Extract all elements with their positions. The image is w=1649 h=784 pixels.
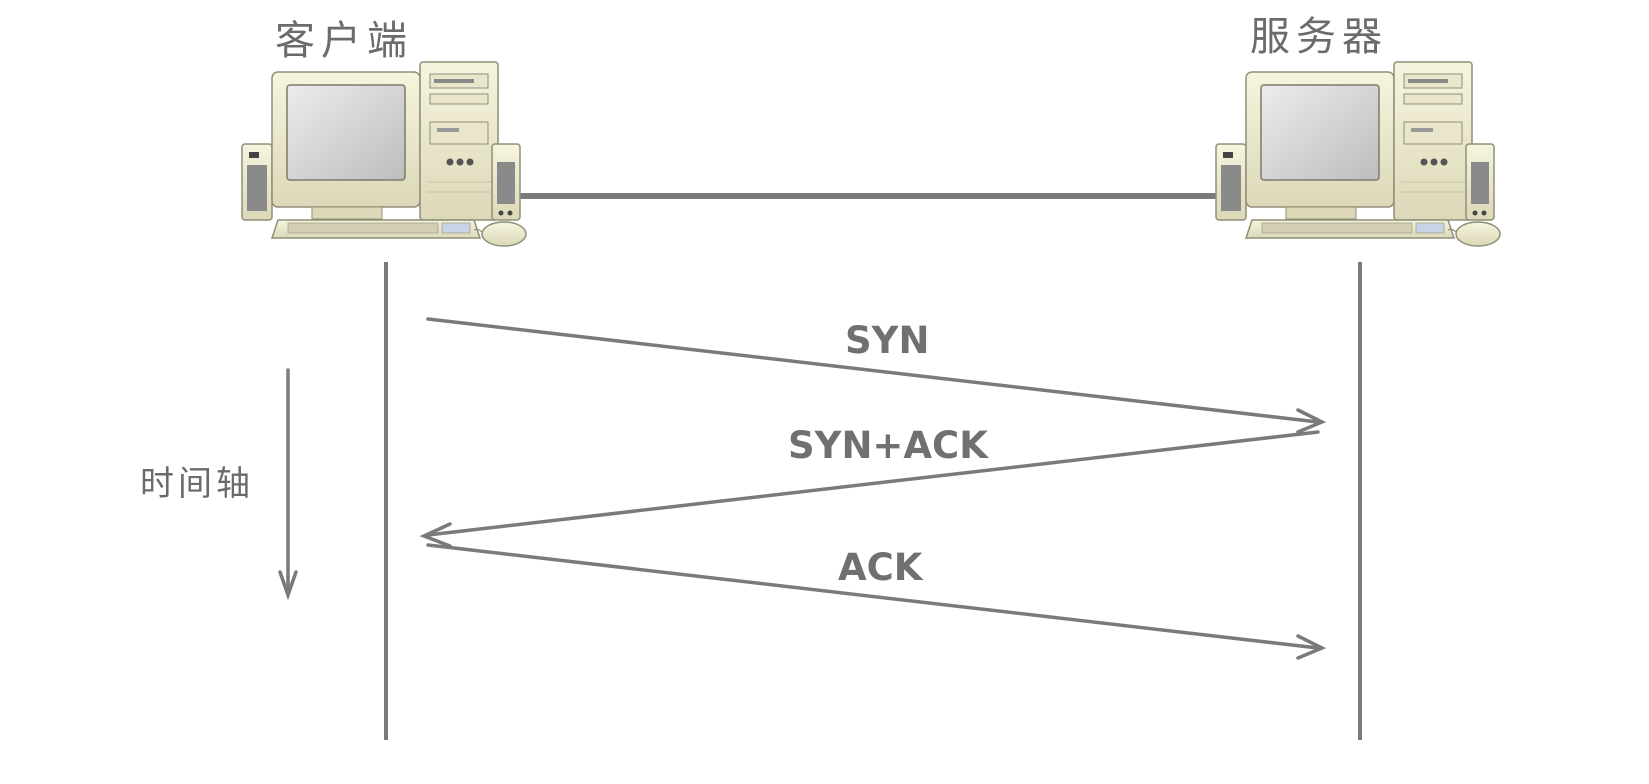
syn-ack-message-arrow xyxy=(419,430,1320,548)
ack-message-arrow xyxy=(426,543,1327,660)
syn-message-arrow xyxy=(426,317,1327,434)
server-computer-icon xyxy=(1215,61,1501,247)
client-computer-icon xyxy=(241,61,527,247)
client-label: 客户端 xyxy=(275,18,413,64)
time-axis-arrow-icon xyxy=(278,368,298,601)
syn-ack-message-label: SYN+ACK xyxy=(788,424,989,467)
syn-message-label: SYN xyxy=(845,319,929,362)
server-label: 服务器 xyxy=(1250,14,1388,60)
time-axis-label: 时间轴 xyxy=(140,464,254,504)
ack-message-label: ACK xyxy=(838,546,924,589)
